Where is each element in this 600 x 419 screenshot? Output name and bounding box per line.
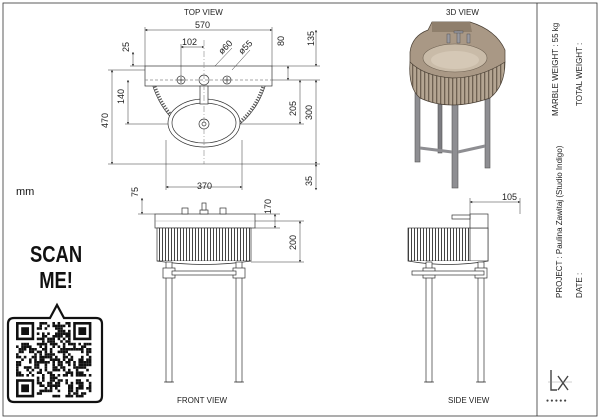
iso-view-taps: [446, 30, 471, 44]
dim-170: 170: [263, 198, 273, 214]
dim-200: 200: [288, 234, 298, 250]
dim-35: 35: [304, 175, 314, 186]
project-label: PROJECT : Paulina Zawitaj (Studio Indigo…: [555, 145, 564, 298]
iso-view-title: 3D VIEW: [446, 8, 479, 17]
dim-300: 300: [304, 104, 314, 120]
marble-weight-label: MARBLE WEIGHT : 55 kg: [551, 22, 560, 116]
scan-line: SCAN: [30, 241, 83, 267]
top-view: [144, 40, 273, 164]
qr-code[interactable]: [6, 312, 102, 402]
me-line: ME!: [39, 267, 73, 293]
top-view-slab: [144, 65, 273, 87]
total-weight-label: TOTAL WEIGHT :: [575, 42, 584, 106]
dim-80: 80: [276, 35, 286, 46]
front-view-title: FRONT VIEW: [177, 396, 228, 405]
dim-470: 470: [100, 112, 110, 128]
front-view-basin: [156, 227, 252, 262]
dim-570: 570: [195, 20, 211, 30]
top-view-title: TOP VIEW: [184, 8, 223, 17]
scan-me-callout: SCAN ME!: [30, 241, 82, 293]
front-view-legs: [162, 261, 246, 383]
top-view-dimensions: [108, 27, 320, 191]
date-label: DATE :: [575, 272, 584, 298]
front-view-dimensions: [138, 197, 304, 263]
iso-view-legs: [414, 91, 491, 189]
social-media-icons: ● ● ● ● ●: [546, 398, 567, 404]
side-view: [407, 213, 489, 383]
brand-logo-icon: [548, 370, 572, 391]
iso-view: [409, 21, 506, 189]
dim-75: 75: [130, 186, 140, 197]
dim-105: 105: [502, 192, 518, 202]
front-view: [154, 202, 256, 383]
top-view-tap-right: [222, 75, 232, 85]
units-label: mm: [16, 186, 35, 198]
dim-135: 135: [306, 30, 316, 46]
dim-25: 25: [121, 41, 131, 52]
side-view-spout: [451, 214, 471, 220]
side-view-legs: [411, 261, 488, 383]
side-view-dimensions: [469, 198, 521, 214]
dim-370: 370: [197, 181, 213, 191]
side-view-title: SIDE VIEW: [448, 396, 490, 405]
dim-205: 205: [288, 100, 298, 116]
front-view-taps: [181, 202, 227, 215]
dim-102: 102: [182, 37, 198, 47]
dim-140: 140: [116, 88, 126, 104]
